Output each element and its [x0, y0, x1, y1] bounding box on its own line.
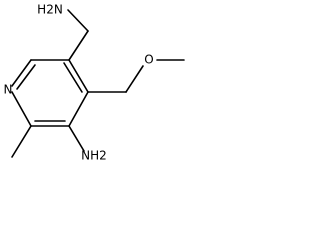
bond-ch2-nh2 — [67, 9, 89, 32]
ring-bond-c4-c5 — [68, 59, 89, 93]
methoxy-oxygen-label: O — [144, 53, 153, 67]
bond-c2-ch3 — [11, 125, 32, 158]
bond-c5-ch2 — [68, 30, 89, 61]
ring-bond-c6-n — [11, 59, 32, 87]
ring-bond-n-c2 — [11, 91, 32, 127]
pyridine-nitrogen-label: N — [4, 83, 13, 97]
ring-bond-c6-n-inner — [16, 64, 36, 90]
chemical-structure: H2N O N NH2 — [4, 3, 185, 163]
ring-bond-c3-c4 — [68, 91, 89, 127]
aminomethyl-nh2-label: H2N — [37, 3, 63, 17]
bond-c3-nh2 — [68, 125, 85, 152]
amino-nh2-label: NH2 — [81, 149, 107, 163]
bond-ch2-o — [125, 65, 144, 93]
ring-bond-c4-c5-inner — [63, 62, 83, 93]
